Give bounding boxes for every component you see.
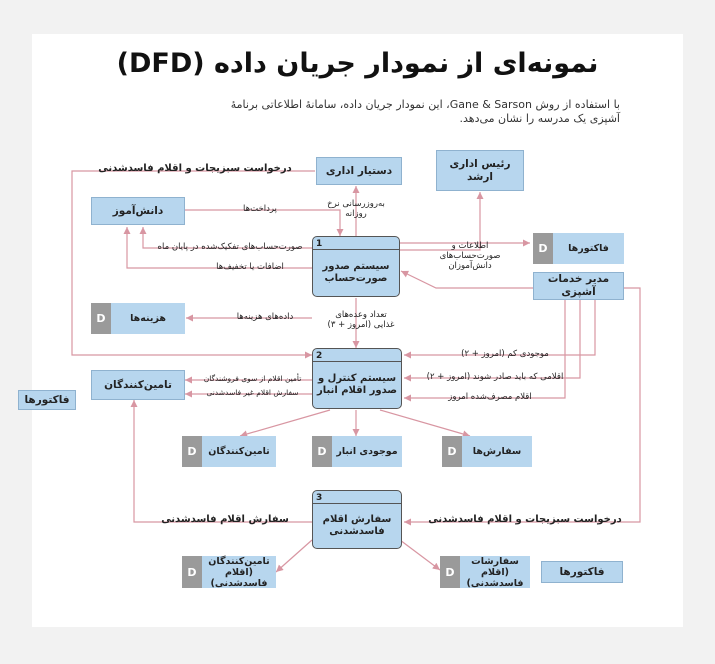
entity-administrative-clerk[interactable]: دستیار اداری [316,157,402,185]
store-id: D [91,303,111,334]
store-label: هزینه‌ها [111,303,185,334]
flow-label-invoice-info: اطلاعات و صورت‌حساب‌های دانش‌آموزان [439,241,501,271]
store-id: D [182,556,202,588]
process-divider [313,503,401,504]
store-label: تامین‌کنندگان [202,436,276,467]
entity-kitchen-manager[interactable]: مدیر خدمات آشپزی [533,272,624,300]
entity-senior-admin[interactable]: رئیس اداری ارشد [436,150,524,191]
flow-label-perishables-request-top: درخواست سبزیجات و اقلام فاسدشدنی [98,163,292,174]
process-label: سفارش اقلام فاسدشدنی [322,514,392,537]
store-costs[interactable]: D هزینه‌ها [91,303,185,334]
process-number: 3 [316,493,323,503]
flow-label-nonperishable-order: سفارش اقلام غیر فاسدشدنی [206,388,299,397]
process-divider [313,249,399,250]
store-perishable-orders[interactable]: D سفارشات (اقلام فاسدشدنی) [440,556,530,589]
store-id: D [182,436,202,467]
process-number: 1 [316,239,323,249]
store-label: سفارش‌ها [462,436,532,467]
store-suppliers[interactable]: D تامین‌کنندگان [182,436,276,467]
flow-label-items-to-issue: اقلامی که باید صادر شوند (امروز + ۲) [426,372,564,382]
entity-suppliers[interactable]: تامین‌کنندگان [91,370,185,400]
flow-label-daily-rate: به‌روزرسانی نرخ روزانه [327,199,385,219]
flow-label-low-stock: موجودی کم (امروز + ۲) [461,349,549,359]
flow-label-additions-discounts: اضافات یا تخفیف‌ها [216,262,284,272]
process-inventory-control[interactable]: 2 سیستم کنترل و صدور اقلام انبار [312,348,402,409]
flow-label-monthly-bills: صورت‌حساب‌های تفکیک‌شده در پایان ماه [157,242,303,252]
flow-label-cost-data: داده‌های هزینه‌ها [236,312,294,322]
flow-label-supply-from-vendors: تأمین اقلام از سوی فروشندگان [203,374,302,383]
flow-label-perishable-order: سفارش اقلام فاسدشدنی [161,514,289,525]
store-id: D [533,233,553,264]
label-invoices-left: فاکتورها [18,390,76,410]
store-perishable-suppliers[interactable]: D تامین‌کنندگان (اقلام فاسدشدنی) [182,556,276,589]
process-label: سیستم کنترل و صدور اقلام انبار [316,373,398,396]
flow-label-perishables-request-bottom: درخواست سبزیجات و اقلام فاسدشدنی [428,514,622,525]
store-id: D [312,436,332,467]
store-orders[interactable]: D سفارش‌ها [442,436,532,467]
label-invoices-bottom: فاکتورها [541,561,623,583]
store-label: فاکتورها [553,233,624,264]
store-label: سفارشات (اقلام فاسدشدنی) [460,556,530,589]
process-billing[interactable]: 1 سیستم صدور صورت‌حساب [312,236,400,297]
store-id: D [440,556,460,588]
process-divider [313,361,401,362]
store-invoices[interactable]: D فاکتورها [533,233,624,264]
store-label: تامین‌کنندگان (اقلام فاسدشدنی) [202,556,276,589]
store-label: موجودی انبار [332,436,402,467]
flow-label-meal-count: تعداد وعده‌های غذایی (امروز + ۳) [327,310,395,330]
process-label: سیستم صدور صورت‌حساب [322,261,390,284]
flow-label-items-consumed: اقلام مصرف‌شده امروز [448,392,532,402]
flow-label-payments: پرداخت‌ها [243,204,277,214]
page-title: نمونه‌ای از نمودار جریان داده (DFD) [116,48,599,79]
intro-text: با استفاده از روش Gane & Sarson، این نمو… [230,98,620,125]
store-inventory[interactable]: D موجودی انبار [312,436,402,467]
store-id: D [442,436,462,467]
entity-student[interactable]: دانش‌آموز [91,197,185,225]
process-number: 2 [316,351,323,361]
process-perishable-orders[interactable]: 3 سفارش اقلام فاسدشدنی [312,490,402,549]
